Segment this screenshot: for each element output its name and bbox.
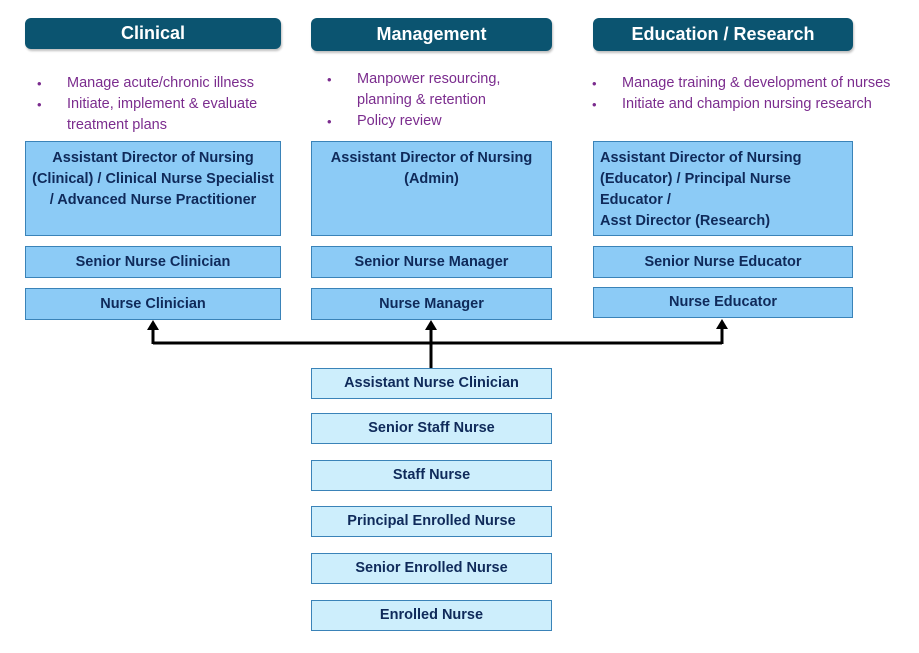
management-bullets: Manpower resourcing, planning & retentio… (327, 69, 537, 132)
management-bullet-item: Policy review (327, 111, 537, 132)
management-director-label: Assistant Director of Nursing (Admin) (330, 150, 533, 187)
arrowhead-to-nurse-clinician (147, 320, 159, 330)
management-director-box: Assistant Director of Nursing (Admin) (311, 141, 552, 236)
ladder-box-principal-enrolled-nurse: Principal Enrolled Nurse (311, 506, 552, 537)
senior-nurse-educator-box: Senior Nurse Educator (593, 246, 853, 278)
education-bullet-item: Manage training & development of nurses (592, 73, 910, 94)
education-director-line: Asst Director (Research) (600, 213, 771, 229)
nurse-clinician-box: Nurse Clinician (25, 288, 281, 320)
ladder-box-staff-nurse: Staff Nurse (311, 460, 552, 491)
ladder-box-assistant-nurse-clinician: Assistant Nurse Clinician (311, 368, 552, 399)
education-director-line: Educator / (600, 192, 671, 208)
clinical-director-label: Assistant Director of Nursing (Clinical)… (32, 150, 274, 208)
arrowhead-to-nurse-educator (716, 319, 728, 329)
ladder-box-senior-staff-nurse: Senior Staff Nurse (311, 413, 552, 444)
education-bullet-item: Initiate and champion nursing research (592, 94, 910, 115)
education-director-line: Assistant Director of Nursing (600, 150, 802, 166)
education-director-box: Assistant Director of Nursing (Educator)… (593, 141, 853, 236)
senior-nurse-clinician-box: Senior Nurse Clinician (25, 246, 281, 278)
clinical-bullet-item: Initiate, implement & evaluate treatment… (37, 94, 287, 136)
clinical-bullets: Manage acute/chronic illness Initiate, i… (37, 73, 287, 136)
education-director-line: (Educator) / Principal Nurse (600, 171, 791, 187)
ladder-box-enrolled-nurse: Enrolled Nurse (311, 600, 552, 631)
ladder-box-senior-enrolled-nurse: Senior Enrolled Nurse (311, 553, 552, 584)
arrowhead-to-nurse-manager (425, 320, 437, 330)
education-bullets: Manage training & development of nurses … (592, 73, 910, 115)
management-bullet-item: Manpower resourcing, planning & retentio… (327, 69, 537, 111)
nurse-manager-box: Nurse Manager (311, 288, 552, 320)
senior-nurse-manager-box: Senior Nurse Manager (311, 246, 552, 278)
nurse-educator-box: Nurse Educator (593, 287, 853, 318)
header-education-research: Education / Research (593, 18, 853, 51)
clinical-bullet-item: Manage acute/chronic illness (37, 73, 287, 94)
header-clinical: Clinical (25, 18, 281, 49)
header-management: Management (311, 18, 552, 51)
clinical-director-box: Assistant Director of Nursing (Clinical)… (25, 141, 281, 236)
